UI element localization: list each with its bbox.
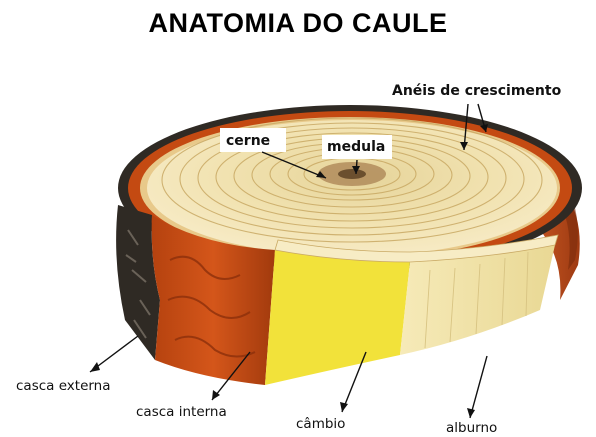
label-alburno: alburno	[446, 420, 497, 436]
label-medula: medula	[327, 139, 385, 155]
label-casca-interna: casca interna	[136, 404, 227, 420]
front-cambium	[265, 250, 410, 385]
label-aneis-de-crescimento: Anéis de crescimento	[392, 83, 562, 99]
label-cambio: câmbio	[296, 416, 345, 432]
pointer-alburno	[470, 356, 487, 418]
pith-center	[338, 169, 366, 179]
label-casca-externa: casca externa	[16, 378, 111, 394]
label-cerne: cerne	[226, 133, 270, 149]
